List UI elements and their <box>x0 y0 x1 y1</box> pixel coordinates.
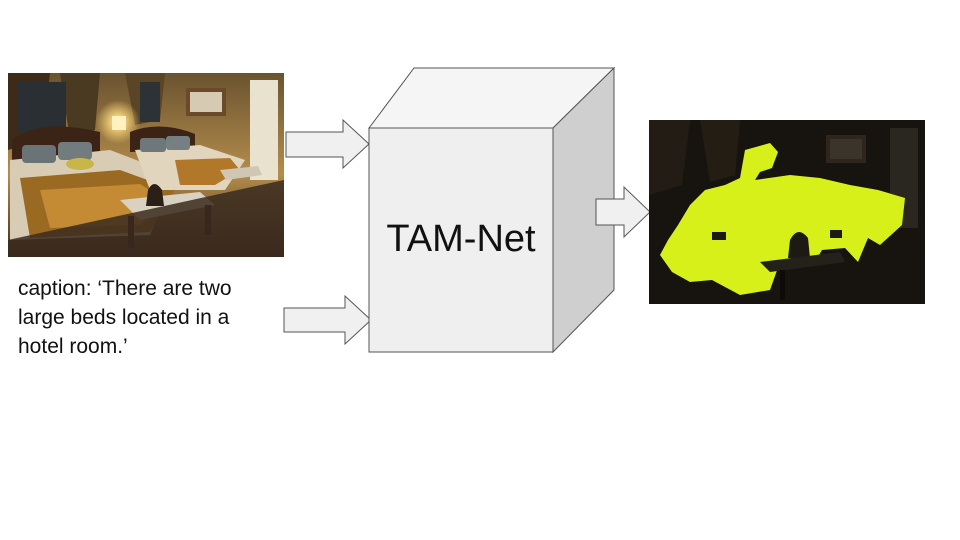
tam-net-block <box>368 66 616 354</box>
model-label: TAM-Net <box>386 218 536 260</box>
arrow-caption-to-model <box>283 294 372 346</box>
input-photo <box>8 73 284 257</box>
caption-text: caption: ‘There are two large beds locat… <box>18 277 232 358</box>
segmentation-mask <box>660 143 905 295</box>
arrow-model-to-output <box>595 185 651 239</box>
output-mask-image <box>649 120 925 304</box>
arrow-image-to-model <box>285 118 370 170</box>
